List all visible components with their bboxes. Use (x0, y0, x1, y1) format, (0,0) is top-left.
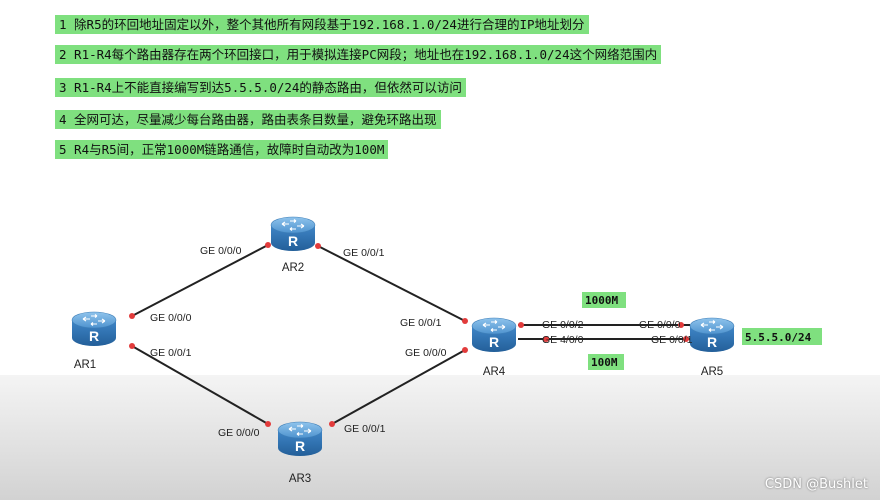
port-dot (129, 343, 135, 349)
port-dot (265, 242, 271, 248)
router-letter: R (89, 328, 99, 344)
if-ar1-ge001: GE 0/0/1 (150, 347, 192, 359)
router-ar3[interactable]: R AR3 (277, 421, 323, 485)
if-ar5-ge000: GE 0/0/0 (639, 319, 681, 331)
router-label-ar1: AR1 (74, 359, 96, 371)
port-dot (518, 322, 524, 328)
port-dot (683, 336, 689, 342)
if-ar2-ge000: GE 0/0/0 (200, 245, 242, 257)
link-ar3-ar4 (331, 349, 466, 425)
router-letter: R (707, 334, 717, 350)
port-dot (678, 322, 684, 328)
if-ar4-ge400: GE 4/0/0 (542, 334, 584, 346)
router-ar1[interactable]: R AR1 (71, 311, 117, 371)
if-ar1-ge000: GE 0/0/0 (150, 312, 192, 324)
port-dot (462, 347, 468, 353)
csdn-watermark: CSDN @Bushlet (764, 477, 868, 492)
requirement-2: 2 R1-R4每个路由器存在两个环回接口，用于模拟连接PC网段；地址也在192.… (55, 45, 662, 64)
requirement-3: 3 R1-R4上不能直接编写到达5.5.5.0/24的静态路由，但依然可以访问 (55, 78, 466, 97)
bottom-gradient (0, 375, 880, 500)
svg-text:1000M: 1000M (585, 294, 618, 307)
router-letter: R (295, 438, 305, 454)
if-ar3-ge000: GE 0/0/0 (218, 427, 260, 439)
router-letter: R (489, 334, 499, 350)
router-label-ar3: AR3 (289, 473, 311, 485)
if-ar3-ge001: GE 0/0/1 (344, 423, 386, 435)
if-ar4-ge001: GE 0/0/1 (400, 317, 442, 329)
router-ar4[interactable]: R AR4 (471, 317, 517, 378)
link-ar2-ar4 (317, 245, 466, 322)
if-ar5-ge001: GE 0/0/1 (651, 334, 693, 346)
port-dot (543, 336, 549, 342)
if-ar4-ge002: GE 0/0/2 (542, 319, 584, 331)
router-label-ar5: AR5 (701, 366, 723, 378)
port-dot (462, 318, 468, 324)
port-dot (315, 243, 321, 249)
tag-loopback-5-5-5-0: 5.5.5.0/24 (742, 328, 822, 345)
if-ar2-ge001: GE 0/0/1 (343, 247, 385, 259)
svg-text:5.5.5.0/24: 5.5.5.0/24 (745, 331, 812, 344)
router-ar5[interactable]: R AR5 (689, 317, 735, 378)
link-ar1-ar3 (131, 345, 269, 425)
port-dot (329, 421, 335, 427)
requirement-4: 4 全网可达，尽量减少每台路由器，路由表条目数量，避免环路出现 (55, 110, 441, 129)
router-ar2[interactable]: R AR2 (270, 216, 316, 274)
port-dot (265, 421, 271, 427)
tag-1000m: 1000M (582, 292, 626, 308)
router-letter: R (288, 233, 298, 249)
link-ar1-ar2 (131, 244, 269, 317)
svg-text:100M: 100M (591, 356, 618, 369)
tag-100m: 100M (588, 354, 624, 370)
router-label-ar2: AR2 (282, 262, 304, 274)
requirement-5: 5 R4与R5间，正常1000M链路通信，故障时自动改为100M (55, 140, 389, 159)
if-ar4-ge000: GE 0/0/0 (405, 347, 447, 359)
port-dot (129, 313, 135, 319)
router-label-ar4: AR4 (483, 366, 506, 378)
requirement-1: 1 除R5的环回地址固定以外，整个其他所有网段基于192.168.1.0/24进… (55, 15, 589, 34)
